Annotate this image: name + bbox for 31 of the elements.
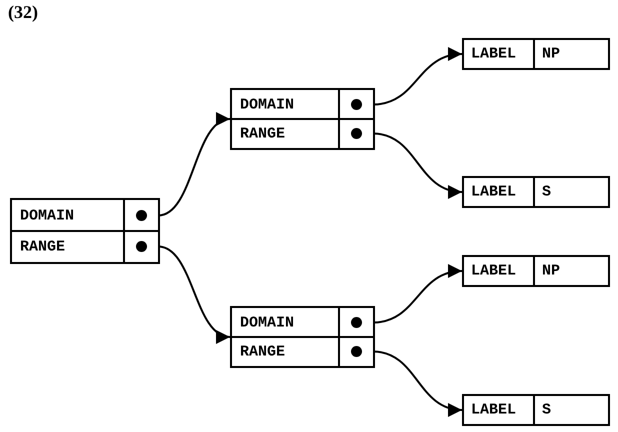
feature-row	[12, 231, 158, 262]
feature-name: LABEL	[471, 262, 516, 280]
matrix-box	[10, 198, 160, 264]
label-box	[462, 38, 610, 70]
arrow	[158, 246, 230, 341]
label-box	[462, 176, 610, 208]
feature-value: NP	[542, 46, 560, 62]
arrow	[372, 265, 462, 324]
feature-row	[232, 119, 373, 148]
arrow	[372, 350, 462, 416]
feature-value: NP	[542, 262, 560, 280]
feature-row	[232, 337, 373, 366]
feature-name: DOMAIN	[240, 96, 294, 113]
feature-name: RANGE	[240, 125, 286, 142]
arrow	[158, 115, 230, 216]
feature-name: RANGE	[20, 238, 66, 255]
feature-value: S	[542, 402, 552, 418]
label-box	[462, 255, 610, 287]
feature-name: DOMAIN	[240, 314, 294, 331]
feature-name: RANGE	[240, 343, 286, 360]
example-number: (32)	[8, 2, 38, 23]
matrix-box	[230, 306, 375, 368]
feature-name: DOMAIN	[20, 207, 74, 224]
arrow	[372, 132, 462, 198]
feature-name: LABEL	[471, 46, 516, 62]
feature-value: S	[542, 184, 552, 200]
feature-name: LABEL	[471, 184, 516, 200]
matrix-box	[230, 88, 375, 150]
arrow	[372, 48, 462, 106]
feature-name: LABEL	[471, 402, 516, 418]
label-box	[462, 394, 610, 426]
